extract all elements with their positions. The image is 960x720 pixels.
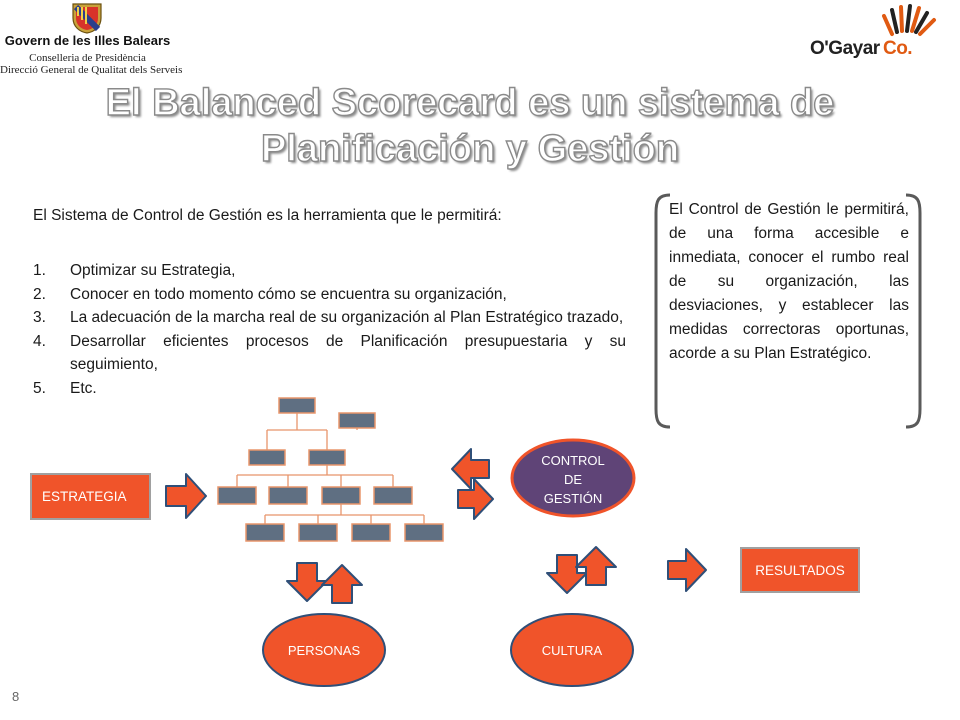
list-item-text: Etc. [70,379,97,397]
org-box [278,397,316,414]
org-box [351,523,391,542]
list-item-number: 5. [33,379,46,397]
personas-oval [262,613,386,687]
block-arrow-icon [667,548,707,592]
control-label-3: GESTIÓN [544,491,603,506]
personas-label: PERSONAS [288,643,361,658]
org-box [308,449,346,466]
org-box [321,486,361,505]
title-line-1: El Balanced Scorecard es un sistema de [105,81,835,124]
block-arrow-icon [546,554,588,594]
list-item-number: 3. [33,309,46,326]
brand-co-text: Co. [882,38,913,59]
block-arrow-icon [286,562,328,602]
list-item-number: 2. [33,285,46,303]
note-brackets [654,193,922,429]
org-box [404,523,444,542]
list-item-text: La adecuación de la marcha real de su or… [70,309,624,326]
benefits-list: 1. Optimizar su Estrategia, 2. Conocer en … [33,259,626,400]
org-box [268,486,308,505]
brand-main-text: O'Gayar [810,38,880,59]
list-item-text: Optimizar su Estrategia, [70,262,236,279]
control-note: El Control de Gestión le permitirá, de u… [652,193,924,429]
org-box [298,523,338,542]
intro-text: El Sistema de Control de Gestión es la h… [33,207,502,224]
control-oval [510,438,636,518]
estrategia-box: ESTRATEGIA [30,473,151,520]
list-item: 3. La adecuación de la marcha real de su … [33,306,626,330]
list-item-number: 4. [33,332,46,350]
block-arrow-icon [451,448,490,490]
block-arrow-icon [165,473,207,519]
list-item-number: 1. [33,262,46,279]
org-chart-lines [236,413,425,524]
list-item: 4. Desarrollar eficientes procesos de Pla… [33,330,626,377]
org-box [338,412,376,429]
government-department: Conselleria de Presidència [29,52,146,64]
control-label-2: DE [564,472,582,487]
org-box [373,486,413,505]
brand-name: O'Gayar Co. [810,38,960,60]
government-name: Govern de les Illes Balears [4,33,171,48]
list-item: 1. Optimizar su Estrategia, [33,259,626,283]
org-chart-boxes [217,397,444,542]
brand-rays-icon [882,4,936,36]
page-number: 8 [12,689,20,704]
resultados-box: RESULTADOS [740,547,860,593]
org-box [248,449,286,466]
government-logo: Govern de les Illes Balears Conselleria … [0,0,183,80]
government-directorate: Direcció General de Qualitat dels Servei… [0,64,183,76]
list-item-text: Desarrollar eficientes procesos de Plani… [70,332,626,374]
list-item-text: Conocer en todo momento cómo se encuentr… [70,285,507,303]
org-box [217,486,257,505]
block-arrow-icon [321,564,363,604]
cultura-oval [510,613,634,687]
note-text: El Control de Gestión le permitirá, de u… [669,201,909,362]
coat-of-arms-icon [72,3,102,34]
list-item: 5. Etc. [33,377,626,401]
list-item: 2. Conocer en todo momento cómo se encuen… [33,283,626,307]
org-box [245,523,285,542]
title-line-2: Planificación y Gestión [260,127,680,170]
brand-logo: O'Gayar Co. [810,0,960,75]
cultura-label: CULTURA [542,643,603,658]
block-arrow-icon [575,546,617,586]
control-label-1: CONTROL [541,453,605,468]
block-arrow-icon [457,478,494,520]
slide-title: El Balanced Scorecard es un sistema de P… [100,80,840,172]
